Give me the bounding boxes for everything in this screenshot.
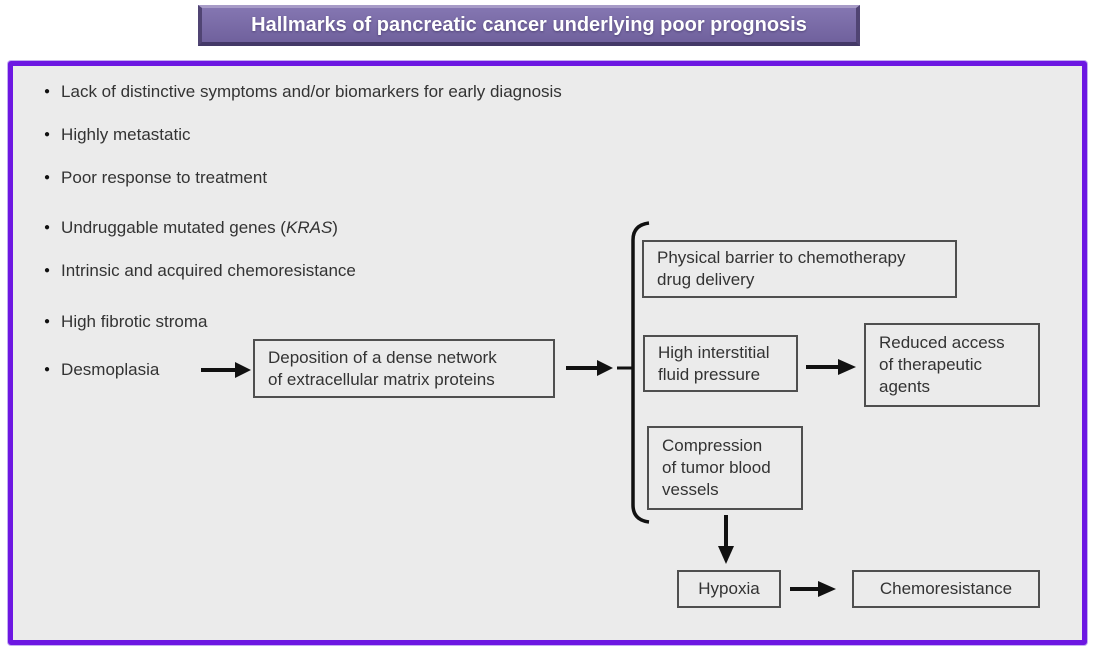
hypoxia-box: Hypoxia — [677, 570, 781, 608]
bullet-icon: ● — [44, 316, 51, 327]
bullet-icon: ● — [44, 222, 51, 233]
hypoxia-line: Hypoxia — [698, 579, 760, 598]
chemoresistance-line: Chemoresistance — [879, 579, 1013, 598]
bullet-text: Desmoplasia — [61, 360, 160, 379]
kras-prefix: Undruggable mutated genes ( — [61, 218, 286, 237]
diagram-panel — [8, 61, 1087, 645]
bullet-icon: ● — [44, 172, 51, 183]
fluid-pressure-box: High interstitial fluid pressure — [643, 335, 798, 392]
kras-gene-italic: KRAS — [285, 218, 333, 237]
bullet-text: Poor response to treatment — [61, 168, 268, 187]
bullet-item-early-diagnosis: ● Lack of distinctive symptoms and/or bi… — [44, 81, 562, 103]
fluid-pressure-line: High interstitial — [658, 342, 770, 362]
compression-line: of tumor blood — [662, 458, 771, 477]
bullet-icon: ● — [44, 364, 51, 375]
physical-barrier-box: Physical barrier to chemotherapy drug de… — [642, 240, 957, 298]
compression-line: Compression — [662, 436, 763, 455]
title-banner-text: Hallmarks of pancreatic cancer underlyin… — [251, 13, 807, 36]
bullet-text: High fibrotic stroma — [61, 312, 208, 331]
bullet-text: Lack of distinctive symptoms and/or biom… — [61, 82, 562, 101]
bullet-item-poor-response: ● Poor response to treatment — [44, 167, 267, 189]
compression-box: Compression of tumor blood vessels — [647, 426, 803, 510]
bullet-text: Intrinsic and acquired chemoresistance — [61, 261, 356, 280]
bullet-icon: ● — [44, 265, 51, 276]
bullet-item-desmoplasia: ● Desmoplasia — [44, 359, 159, 381]
bullet-item-highly-metastatic: ● Highly metastatic — [44, 124, 190, 146]
physical-barrier-line: drug delivery — [657, 270, 755, 289]
bullet-text: Undruggable mutated genes (KRAS) — [61, 217, 338, 239]
physical-barrier-line: Physical barrier to chemotherapy — [657, 248, 906, 267]
fluid-pressure-line: fluid pressure — [658, 364, 761, 384]
kras-suffix: ) — [332, 218, 338, 237]
reduced-access-box: Reduced access of therapeutic agents — [864, 323, 1040, 407]
reduced-access-line: of therapeutic — [879, 355, 983, 374]
bullet-icon: ● — [44, 129, 51, 140]
bullet-item-fibrotic-stroma: ● High fibrotic stroma — [44, 311, 207, 333]
chemoresistance-box: Chemoresistance — [852, 570, 1040, 608]
bullet-item-undruggable-genes: ● Undruggable mutated genes (KRAS) — [44, 217, 338, 239]
reduced-access-line: Reduced access — [879, 333, 1005, 352]
deposition-box: Deposition of a dense network of extrace… — [253, 339, 555, 398]
title-banner: Hallmarks of pancreatic cancer underlyin… — [198, 5, 860, 46]
deposition-line: of extracellular matrix proteins — [268, 369, 495, 389]
compression-line: vessels — [662, 480, 719, 499]
bullet-item-chemoresistance: ● Intrinsic and acquired chemoresistance — [44, 260, 356, 282]
deposition-line: Deposition of a dense network — [268, 347, 497, 367]
bullet-text: Highly metastatic — [61, 125, 191, 144]
reduced-access-line: agents — [879, 377, 931, 396]
bullet-icon: ● — [44, 86, 51, 97]
